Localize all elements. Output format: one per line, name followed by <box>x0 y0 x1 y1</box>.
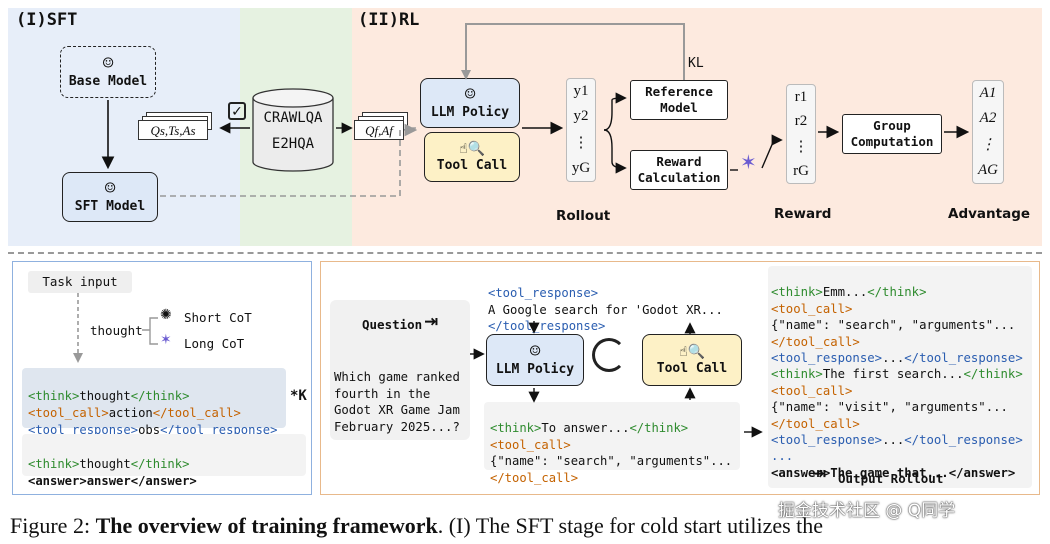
tool-call-box: ☝🔍 Tool Call <box>424 132 520 182</box>
thought-label: thought <box>90 323 143 338</box>
caption-bold: The overview of training framework <box>95 513 438 538</box>
final-line-1: <think>thought</think> <box>28 457 190 472</box>
llm-policy-label: LLM Policy <box>430 105 510 120</box>
kl-label: KL <box>688 56 704 71</box>
question-block <box>330 300 470 440</box>
reference-model-label: Reference Model <box>645 84 713 115</box>
base-model-label: Base Model <box>68 74 148 89</box>
kl-loop-arrow <box>461 23 685 80</box>
final-line-2: <answer>answer</answer> <box>28 474 197 489</box>
thought-branch <box>142 317 158 345</box>
rollout-column: y1 y2 ⋮ yG <box>566 78 596 182</box>
reward-dots: ⋮ <box>793 138 809 155</box>
llm-policy-box-bottom: ☺ LLM Policy <box>486 334 584 386</box>
check-icon: ✓ <box>228 102 246 120</box>
reward-r1: r1 <box>794 88 808 105</box>
tool-call-label-bottom: Tool Call <box>656 361 728 376</box>
repeat-count: *K <box>290 388 307 404</box>
rl-data-stack: Qf,Af <box>354 112 410 142</box>
advantage-dots: ⋮ <box>980 137 996 153</box>
dataset-e2hqa: E2HQA <box>271 136 315 152</box>
dataset-cylinder: CRAWLQA E2HQA <box>252 88 334 172</box>
repeat-line-1: <think>thought</think> <box>28 389 190 404</box>
advantage-a1: A1 <box>979 85 997 101</box>
dataset-crawlqa: CRAWLQA <box>263 110 323 126</box>
robot-icon: ☺ <box>464 84 476 105</box>
reward-calc-box: Reward Calculation <box>630 150 728 190</box>
tool-icons: ☝🔍 <box>459 141 485 157</box>
repeat-line-2: <tool_call>action</tool_call> <box>28 406 241 421</box>
cycle-icon <box>592 338 626 372</box>
tool-call-label: Tool Call <box>436 158 508 173</box>
advantage-label: Advantage <box>948 206 1031 222</box>
rollout-output-text: <think>Emm...</think><tool_call>{"name":… <box>771 285 1023 480</box>
question-label: Question <box>362 317 423 332</box>
rollout-yg: yG <box>571 160 591 176</box>
rollout-output-block <box>768 266 1032 488</box>
rollout-dots: ⋮ <box>573 135 589 151</box>
final-block <box>22 434 306 476</box>
group-computation-box: Group Computation <box>842 114 942 154</box>
star-icon: ✶ <box>160 332 172 348</box>
watermark: 掘金技术社区 @ Q同学 <box>778 501 956 521</box>
rollout-y1: y1 <box>573 83 589 99</box>
tool-call-box-bottom: ☝🔍 Tool Call <box>642 334 742 386</box>
enter-icon: ⇥ <box>424 312 439 332</box>
figure-caption: Figure 2: The overview of training frame… <box>10 512 1046 540</box>
top-arrows <box>101 92 970 197</box>
exit-icon: ⇥ <box>812 464 827 484</box>
robot-icon: ☺ <box>102 53 114 74</box>
sft-model-box: ☺ SFT Model <box>62 172 158 222</box>
rollout-y2: y2 <box>573 108 589 124</box>
openai-icon: ✺ <box>160 307 172 323</box>
task-input-box: Task input <box>28 271 132 293</box>
bottom-arrows <box>470 321 763 438</box>
star-icon: ✶ <box>740 150 757 174</box>
reward-label: Reward <box>774 206 832 222</box>
sft-model-label: SFT Model <box>74 199 146 214</box>
tool-response-block: <tool_response>A Google search for 'Godo… <box>488 286 723 334</box>
section-divider <box>8 252 1042 254</box>
sft-data-label: Qs,Ts,As <box>138 120 208 140</box>
advantage-ag: AG <box>978 162 998 178</box>
rl-data-label: Qf,Af <box>354 120 404 140</box>
rl-title: (II)RL <box>358 10 420 30</box>
llm-output-block <box>484 402 740 470</box>
reward-rg: rG <box>793 162 809 179</box>
caption-rest: . (I) The SFT stage for cold start utili… <box>437 513 824 538</box>
reward-column: r1 r2 ⋮ rG <box>786 84 816 184</box>
rollout-label: Rollout <box>556 208 611 224</box>
sft-title: (I)SFT <box>16 10 78 30</box>
llm-policy-box: ☺ LLM Policy <box>420 78 520 128</box>
long-cot-label: Long CoT <box>184 336 245 351</box>
output-rollout-label: Output Rollout <box>838 471 944 486</box>
tool-icons: ☝🔍 <box>679 344 705 360</box>
base-model-box: ☺ Base Model <box>60 46 156 98</box>
repeat-block <box>22 368 286 428</box>
sft-data-stack: Qs,Ts,As <box>138 112 214 142</box>
robot-icon: ☺ <box>104 178 116 199</box>
repeat-line-3: <tool_response>obs</tool_response> <box>28 423 278 438</box>
reward-r2: r2 <box>794 112 808 129</box>
caption-prefix: Figure 2: <box>10 513 91 538</box>
llm-policy-label-bottom: LLM Policy <box>495 362 575 377</box>
advantage-column: A1 A2 ⋮ AG <box>972 80 1004 184</box>
group-computation-label: Group Computation <box>850 118 934 149</box>
llm-output-text: <think>To answer...</think><tool_call>{"… <box>490 421 733 485</box>
task-arrow <box>73 293 83 363</box>
robot-icon: ☺ <box>529 341 541 362</box>
advantage-a2: A2 <box>979 110 997 126</box>
short-cot-label: Short CoT <box>184 310 252 325</box>
reward-calc-label: Reward Calculation <box>637 154 721 185</box>
reference-model-box: Reference Model <box>630 80 728 120</box>
